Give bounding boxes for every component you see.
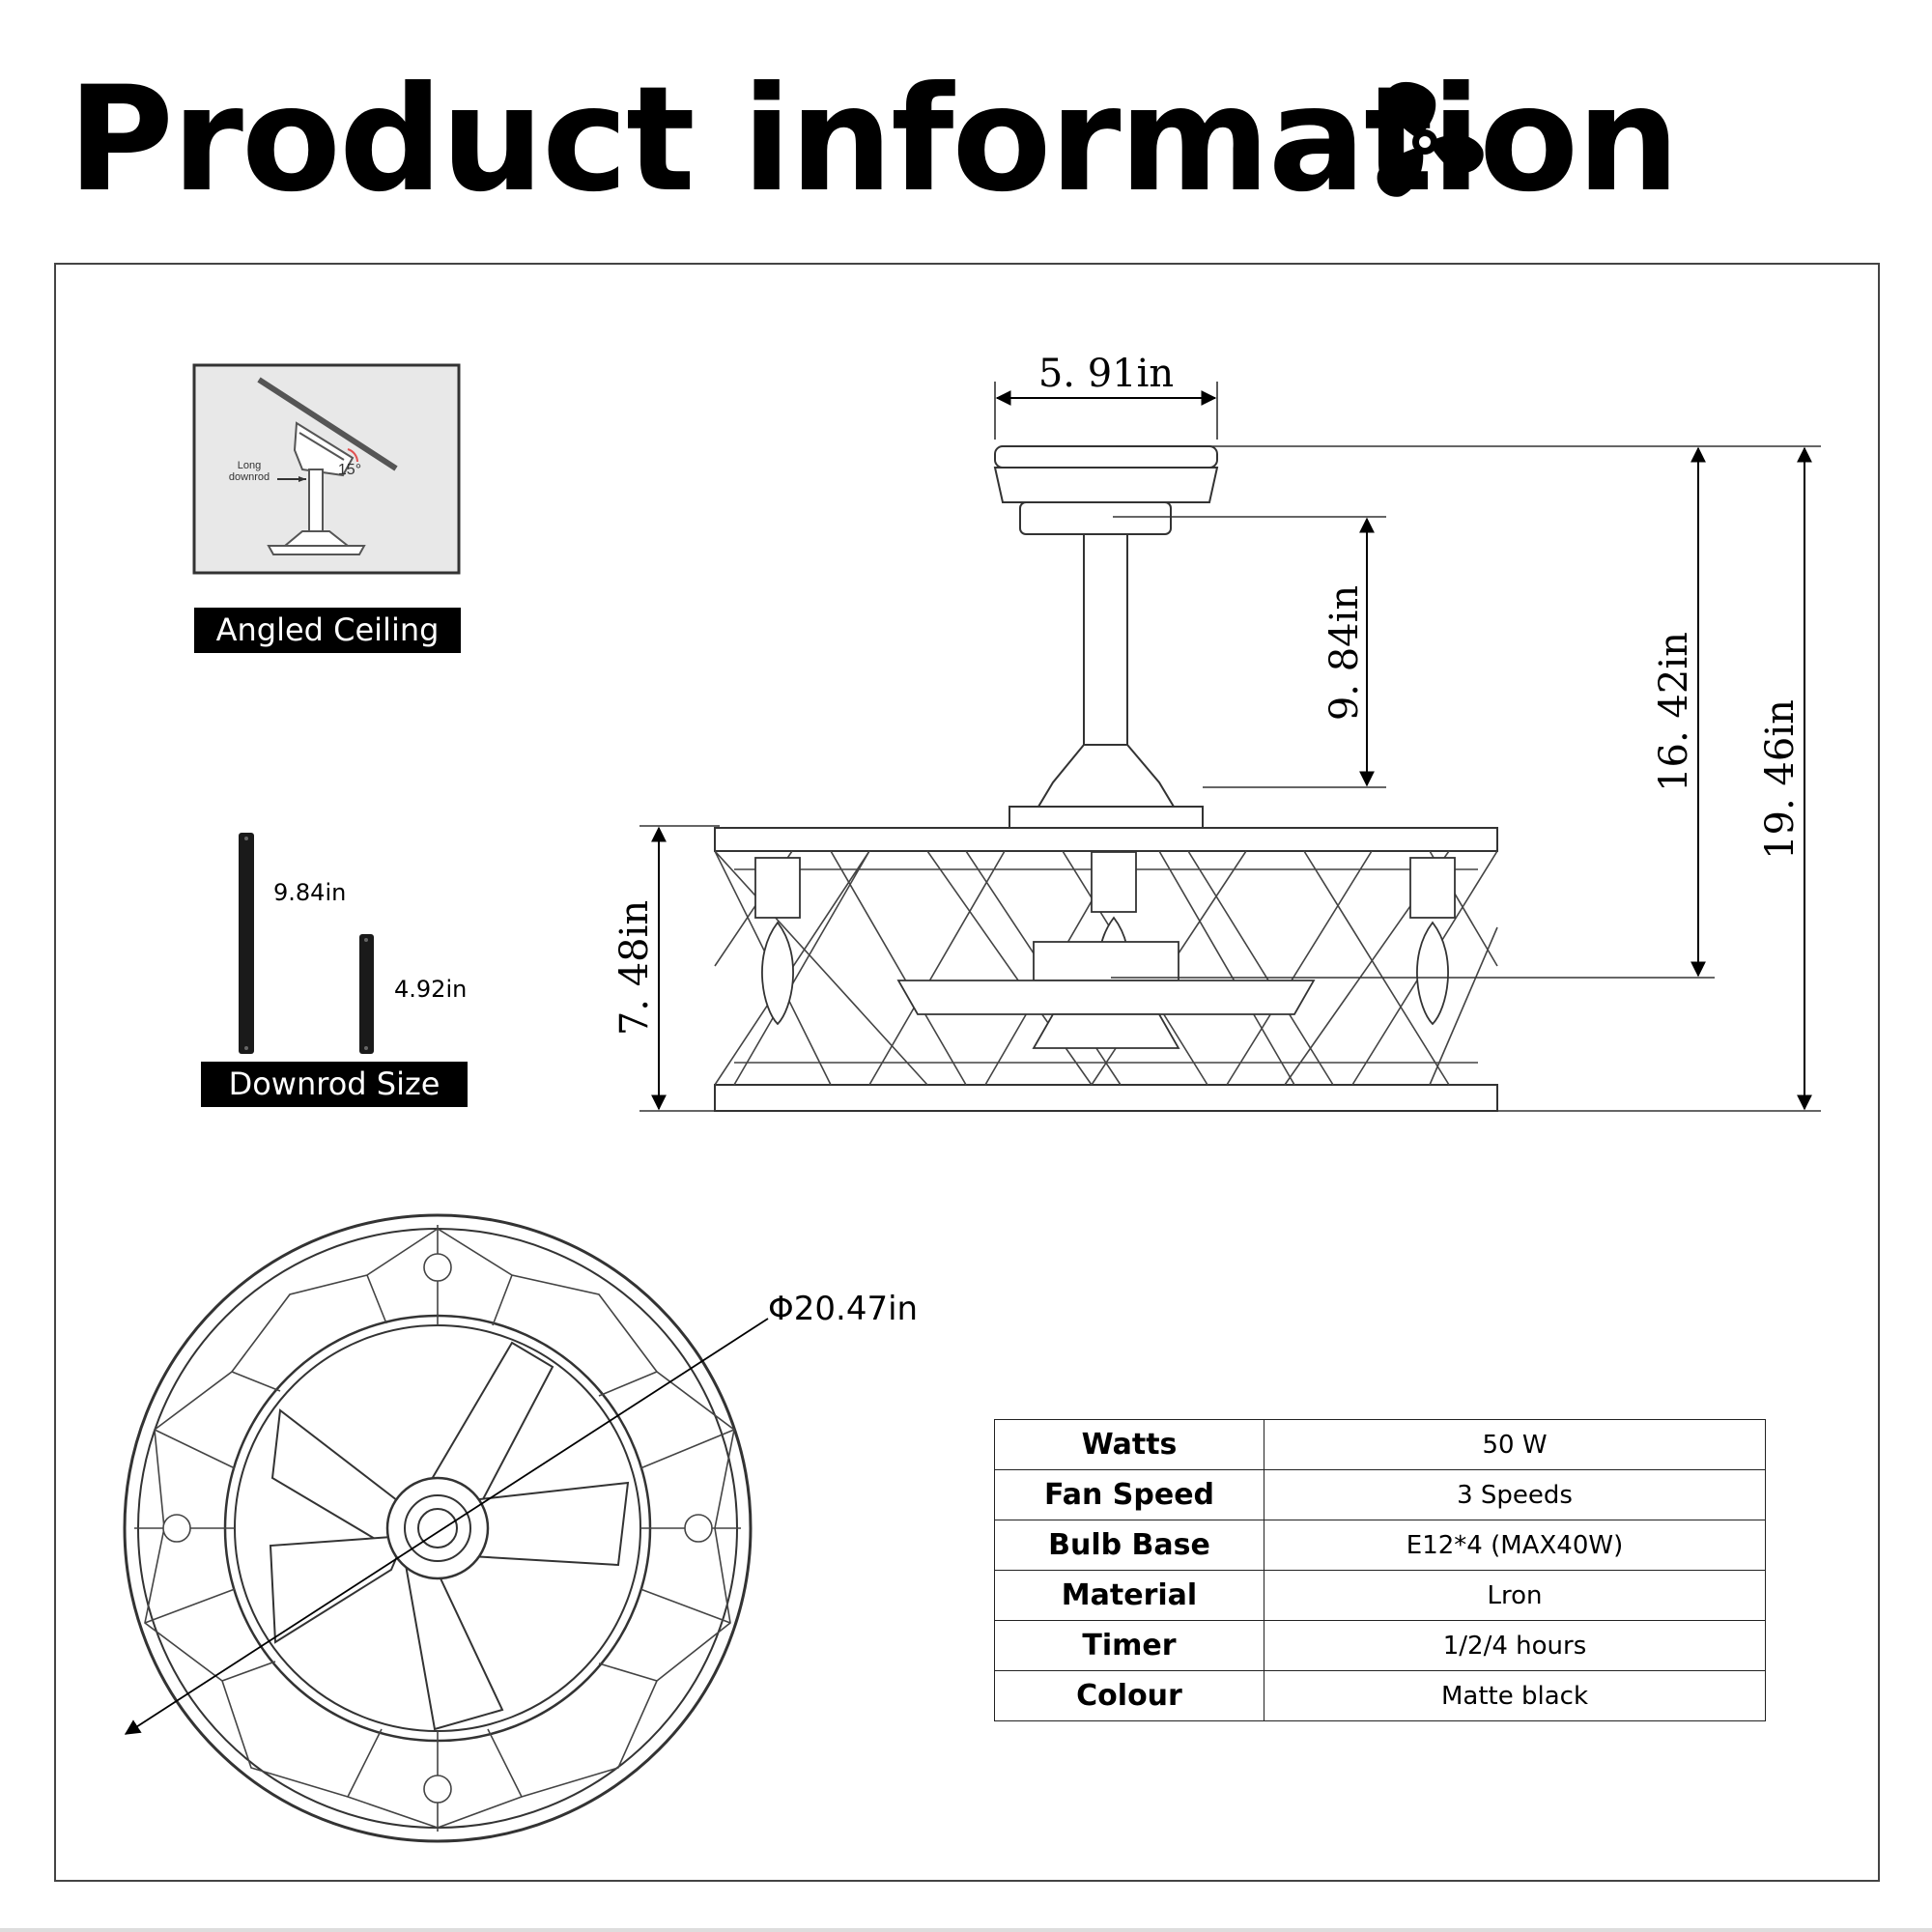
angled-ceiling-caption: Angled Ceiling: [194, 608, 461, 653]
dimension-arrows: [651, 390, 1812, 1111]
spec-row-bulb-base: Bulb Base E12*4 (MAX40W): [994, 1520, 1766, 1571]
spec-value: Matte black: [1264, 1670, 1766, 1721]
spec-value: 50 W: [1264, 1419, 1766, 1470]
bottom-divider: [0, 1928, 1932, 1932]
spec-label: Colour: [994, 1670, 1264, 1721]
downrod-long-label: 9.84in: [273, 879, 346, 906]
dimension-extension-lines: [639, 382, 1821, 1112]
inset-rod-label-1: Long: [238, 460, 261, 471]
spec-row-timer: Timer 1/2/4 hours: [994, 1620, 1766, 1671]
spec-label: Timer: [994, 1620, 1264, 1671]
spec-label: Bulb Base: [994, 1520, 1264, 1571]
spec-label: Material: [994, 1570, 1264, 1621]
dim-cage-height: 7. 48in: [612, 900, 657, 1036]
downrod-size-caption: Downrod Size: [201, 1062, 468, 1107]
spec-value: E12*4 (MAX40W): [1264, 1520, 1766, 1571]
inset-angle-label: 15°: [338, 462, 361, 478]
dim-diameter: Φ20.47in: [768, 1290, 918, 1328]
inset-rod-label-2: downrod: [229, 471, 270, 483]
dim-canopy-width: 5. 91in: [1038, 352, 1174, 396]
spec-value: Lron: [1264, 1570, 1766, 1621]
fan-icon: [1377, 81, 1484, 197]
spec-label: Fan Speed: [994, 1469, 1264, 1520]
spec-row-material: Material Lron: [994, 1570, 1766, 1621]
spec-label: Watts: [994, 1419, 1264, 1470]
fan-top-view: Φ20.47in: [123, 1213, 918, 1843]
diagram-frame: [54, 263, 1880, 1882]
spec-table: Watts 50 W Fan Speed 3 Speeds Bulb Base …: [994, 1419, 1766, 1721]
downrod-short-label: 4.92in: [394, 976, 467, 1003]
downrod-illustration: 9.84in 4.92in: [239, 833, 467, 1054]
spec-row-colour: Colour Matte black: [994, 1670, 1766, 1721]
dim-total-height: 19. 46in: [1758, 699, 1803, 860]
dim-downrod-length: 9. 84in: [1322, 585, 1367, 721]
dim-to-blades: 16. 42in: [1652, 632, 1696, 792]
spec-value: 3 Speeds: [1264, 1469, 1766, 1520]
fan-side-view: [714, 445, 1498, 1112]
dimension-labels: 5. 91in 9. 84in 16. 42in 19. 46in 7. 48i…: [612, 352, 1803, 1036]
spec-row-watts: Watts 50 W: [994, 1419, 1766, 1470]
angled-ceiling-inset: Long downrod 15°: [192, 363, 461, 575]
spec-value: 1/2/4 hours: [1264, 1620, 1766, 1671]
spec-row-fan-speed: Fan Speed 3 Speeds: [994, 1469, 1766, 1520]
